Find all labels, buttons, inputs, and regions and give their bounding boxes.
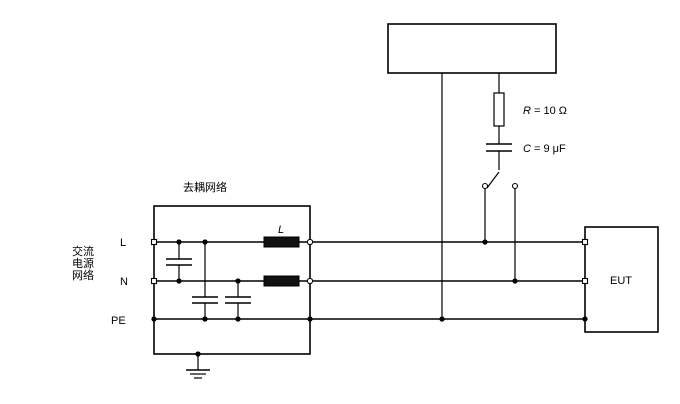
network-title: 去耦网络: [183, 180, 227, 194]
line-label-n: N: [120, 276, 128, 288]
line-label-pe: PE: [111, 315, 126, 327]
selector-switch: [481, 171, 519, 281]
inductor-label: L: [278, 224, 284, 236]
terminals: [150, 238, 589, 285]
ac-label-1: 交流: [72, 244, 94, 258]
line-label-l: L: [120, 237, 126, 249]
ac-label-2: 电源: [72, 256, 94, 270]
capacitor-label: C = 9 μF: [523, 143, 566, 155]
coupling-capacitor: [486, 143, 512, 152]
eut-box: [584, 226, 659, 333]
resistor: [493, 92, 505, 127]
capacitor-l-n: [166, 242, 192, 281]
capacitor-n-pe: [225, 281, 251, 319]
inductor-n: [263, 275, 300, 287]
ground-symbol: [186, 354, 210, 379]
ac-label-3: 网络: [72, 268, 94, 282]
capacitor-l-pe: [192, 242, 218, 319]
inductor-l: [263, 236, 300, 248]
junction-dots: [151, 239, 588, 357]
eut-label: EUT: [610, 275, 632, 287]
resistor-label: R = 10 Ω: [523, 105, 567, 117]
generator-box: [387, 23, 557, 74]
